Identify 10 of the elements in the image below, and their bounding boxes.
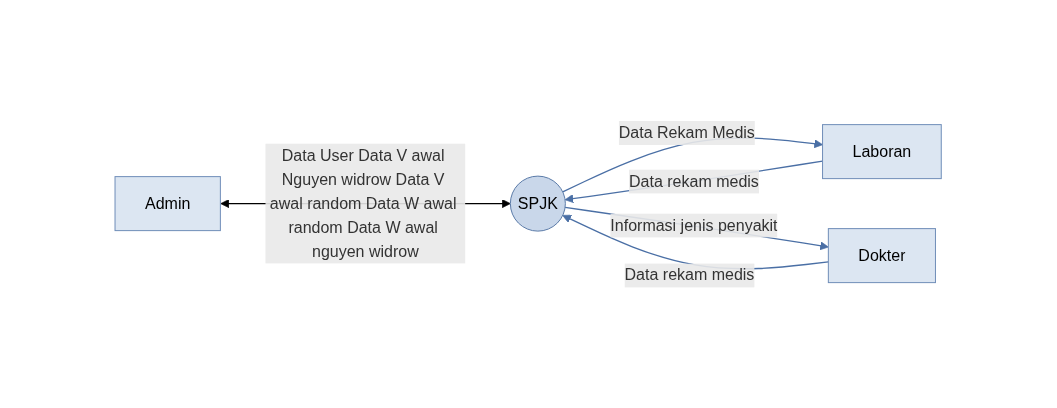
edge-label: Data rekam medis [629,172,760,190]
edge-label: Data User Data V awal Nguyen widrow Data V awal random Data W awal random Data W awal nguyen widrow [270,146,457,260]
edge-label: Informasi jenis penyakit [610,216,778,234]
node-box: Admin [114,175,222,231]
edge-label: Data Rekam Medis [619,123,756,141]
edge-label: Data rekam medis [624,266,755,284]
node-box: Laboran [822,123,943,179]
node-box: Dokter [828,227,937,283]
arrow [565,160,824,203]
node-circle: SPJK [510,175,567,232]
